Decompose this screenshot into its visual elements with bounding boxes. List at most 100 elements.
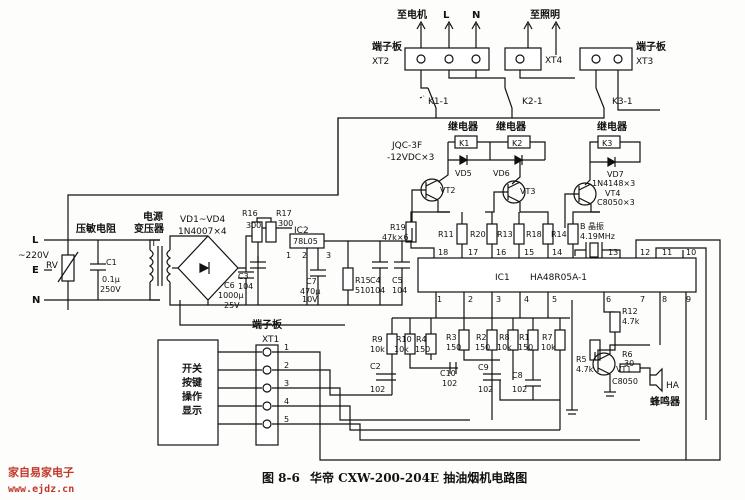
ic1-pin-14: 14 — [552, 248, 562, 257]
crystal-label: B 晶振 — [580, 221, 604, 231]
r2-value: 150 — [475, 343, 490, 352]
watermark-name: 家自易家电子 — [8, 465, 74, 479]
r10-label: R10 — [396, 335, 412, 344]
c6-value1: 1000μ — [218, 291, 243, 300]
ic2-label: IC2 — [294, 226, 309, 236]
xt1-block — [255, 344, 279, 446]
c2-value: 102 — [370, 385, 385, 394]
to-light-label: 至照明 — [530, 9, 560, 21]
ic1-part: HA48R05A-1 — [530, 273, 587, 283]
relay-spec-1: JQC-3F — [391, 141, 422, 151]
ic1-pin-2: 2 — [468, 295, 473, 304]
c3-value: 104 — [238, 282, 253, 291]
watermark-url: www.ejdz.cn — [8, 483, 74, 495]
panel-text-4: 显示 — [182, 405, 202, 417]
r1-label: R1 — [519, 333, 530, 342]
r18-label: R18 — [526, 230, 542, 239]
r15-value: 510 — [355, 286, 370, 295]
ic1-pin-1: 1 — [437, 295, 442, 304]
r11-label: R11 — [438, 230, 454, 239]
xt1-pin-1: 1 — [284, 343, 289, 352]
c7-value2: 10V — [302, 295, 318, 304]
r4-value: 150 — [415, 345, 430, 354]
c1-value2: 250V — [100, 285, 121, 294]
ic1-chip — [417, 257, 697, 293]
N-input-label: N — [32, 295, 40, 306]
ic2-pin-3: 3 — [326, 251, 331, 260]
c1-label: C1 — [106, 258, 117, 267]
ic1-pin-10: 10 — [686, 248, 696, 257]
E-input-label: E — [32, 265, 39, 276]
r7-value: 10k — [541, 343, 556, 352]
L-input-label: L — [32, 235, 39, 246]
c9-value: 102 — [478, 385, 493, 394]
xt1-block-label: 端子板 — [252, 318, 283, 331]
power-wiring — [44, 118, 413, 326]
ic1-pin-16: 16 — [496, 248, 506, 257]
r16-value: 300 — [246, 221, 261, 230]
r2-label: R2 — [476, 333, 487, 342]
panel-text-3: 操作 — [182, 390, 202, 403]
panel-wiring — [218, 300, 721, 461]
bridge-spec: 1N4007×4 — [178, 227, 227, 237]
transformer-T: T — [150, 239, 157, 249]
r5-label: R5 — [576, 355, 587, 364]
lower-wiring — [392, 292, 687, 460]
r10-value: 10k — [394, 345, 409, 354]
r19-label: R19 — [390, 223, 406, 232]
ic1-pin-17: 17 — [468, 248, 478, 257]
r9-value: 10k — [370, 345, 385, 354]
vt4-spec: C8050×3 — [597, 198, 635, 207]
lower-connections — [376, 300, 663, 430]
ic1-pin-11: 11 — [662, 248, 672, 257]
ic2-pin-1: 1 — [286, 251, 291, 260]
L-label: L — [443, 10, 450, 21]
to-motor-label: 至电机 — [397, 8, 427, 21]
relay-wiring — [437, 141, 641, 186]
vd5-label: VD5 — [455, 169, 472, 178]
c8-label: C8 — [512, 371, 523, 380]
ha-label: HA — [666, 381, 680, 391]
r9-label: R9 — [372, 335, 383, 344]
r17-label: R17 — [276, 209, 292, 218]
r3-label: R3 — [446, 333, 457, 342]
vt1-spec: C8050 — [612, 377, 638, 386]
panel-text-2: 按键 — [182, 376, 203, 389]
xt1-pin-3: 3 — [284, 379, 289, 388]
relay-label-3: 继电器 — [597, 120, 628, 133]
vt4-label: VT4 — [605, 189, 620, 198]
relay-label-2: 继电器 — [496, 120, 527, 133]
key-panel — [157, 339, 219, 446]
r14-label: R14 — [551, 230, 567, 239]
transformer-label-2: 变压器 — [134, 222, 165, 235]
ic1-pin-15: 15 — [524, 248, 534, 257]
ic1-top-wiring — [410, 211, 721, 420]
r12-value: 4.7k — [622, 317, 640, 326]
vd7-label: VD7 — [607, 170, 624, 179]
voltage-label: ~220V — [18, 251, 50, 261]
vd6-label: VD6 — [493, 169, 510, 178]
c10-label: C10 — [440, 369, 456, 378]
ic1-pin-3: 3 — [496, 295, 501, 304]
crystal-freq: 4.19MHz — [580, 232, 615, 241]
r5-value: 4.7k — [576, 365, 594, 374]
xt3-block — [579, 47, 633, 71]
r13-label: R13 — [497, 230, 513, 239]
xt1-pin-4: 4 — [284, 397, 289, 406]
k3-label: K3 — [602, 139, 612, 148]
c5-value: 104 — [392, 286, 407, 295]
panel-text-1: 开关 — [182, 362, 202, 375]
vt1-label: VT1 — [616, 365, 631, 374]
c9-label: C9 — [478, 363, 489, 372]
relay-spec-2: -12VDC×3 — [387, 153, 434, 163]
c7-label: C7 — [306, 277, 317, 286]
r6-value: 30 — [624, 359, 634, 368]
figure-number: 图 8-6 — [262, 471, 300, 485]
ic2-part: 78L05 — [293, 237, 318, 246]
figure-title: 华帝 CXW-200-204E 抽油烟机电路图 — [310, 470, 527, 485]
k1-label: K1 — [459, 139, 469, 148]
xt1-screws — [262, 347, 272, 429]
r3-value: 150 — [446, 343, 461, 352]
bridge-label: VD1~VD4 — [180, 215, 225, 225]
